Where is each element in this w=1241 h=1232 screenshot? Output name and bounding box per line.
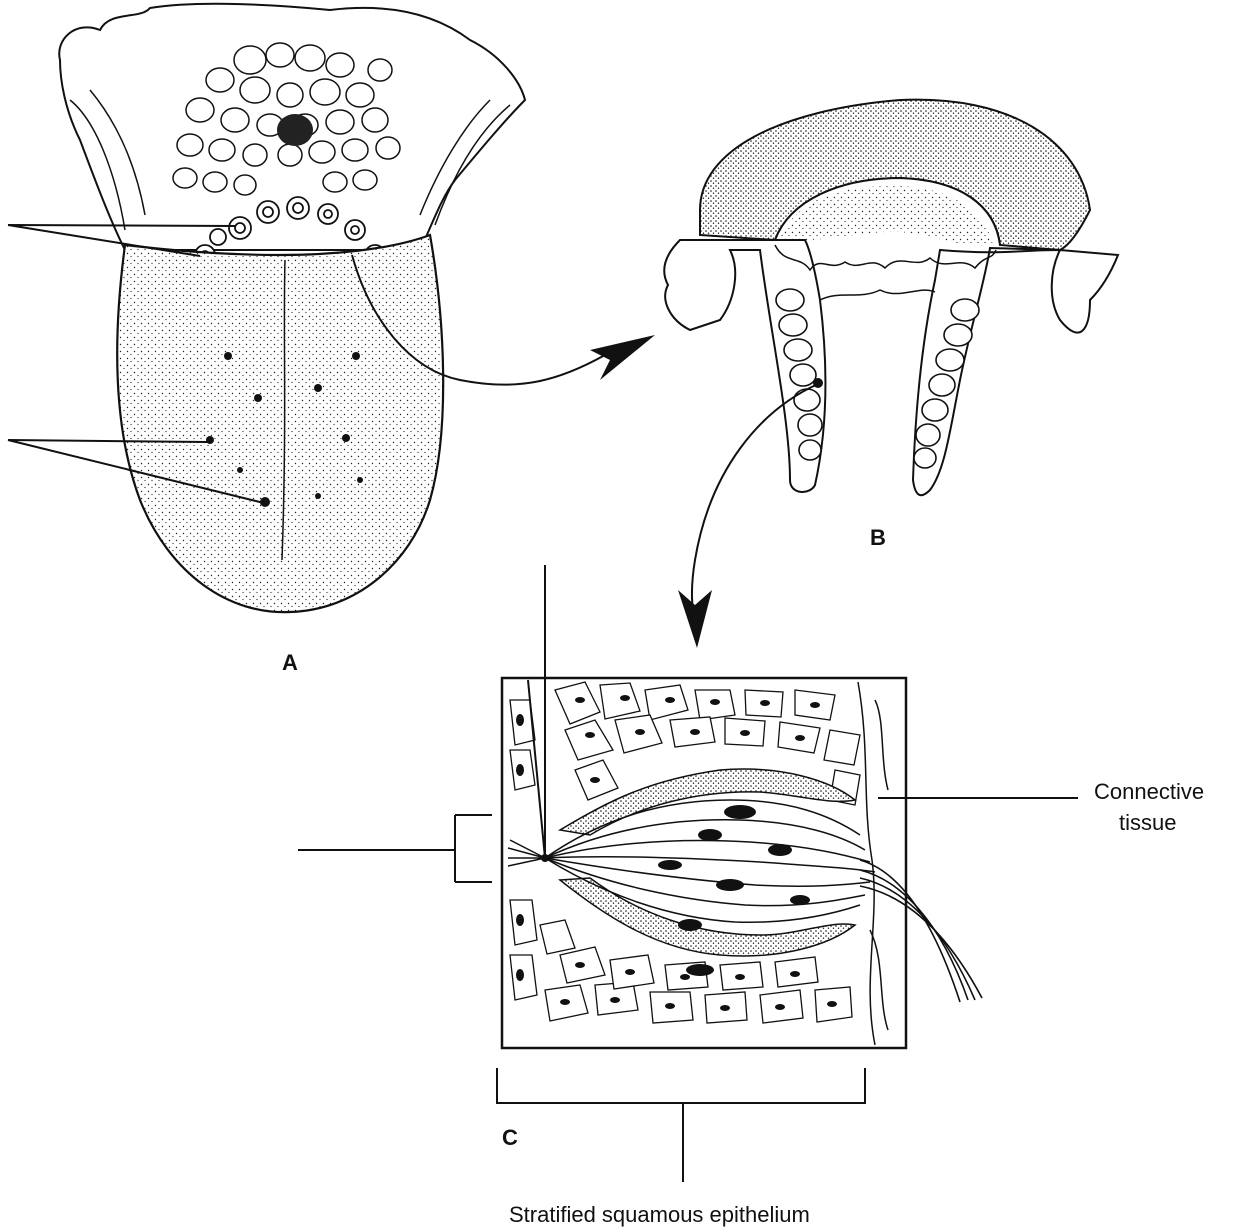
papilla-section-drawing	[664, 100, 1118, 648]
connective-tissue-label-1: Connective	[1094, 779, 1204, 804]
epithelium-bracket	[497, 1068, 865, 1182]
panel-label-c: C	[502, 1125, 518, 1150]
epithelium-label: Stratified squamous epithelium	[509, 1202, 810, 1227]
panel-label-b: B	[870, 525, 886, 550]
connective-tissue-label-2: tissue	[1119, 810, 1176, 835]
taste-bud-drawing	[502, 565, 982, 1048]
tongue-drawing	[8, 4, 655, 612]
taste-pore-bracket	[298, 815, 492, 882]
panel-label-a: A	[282, 650, 298, 675]
